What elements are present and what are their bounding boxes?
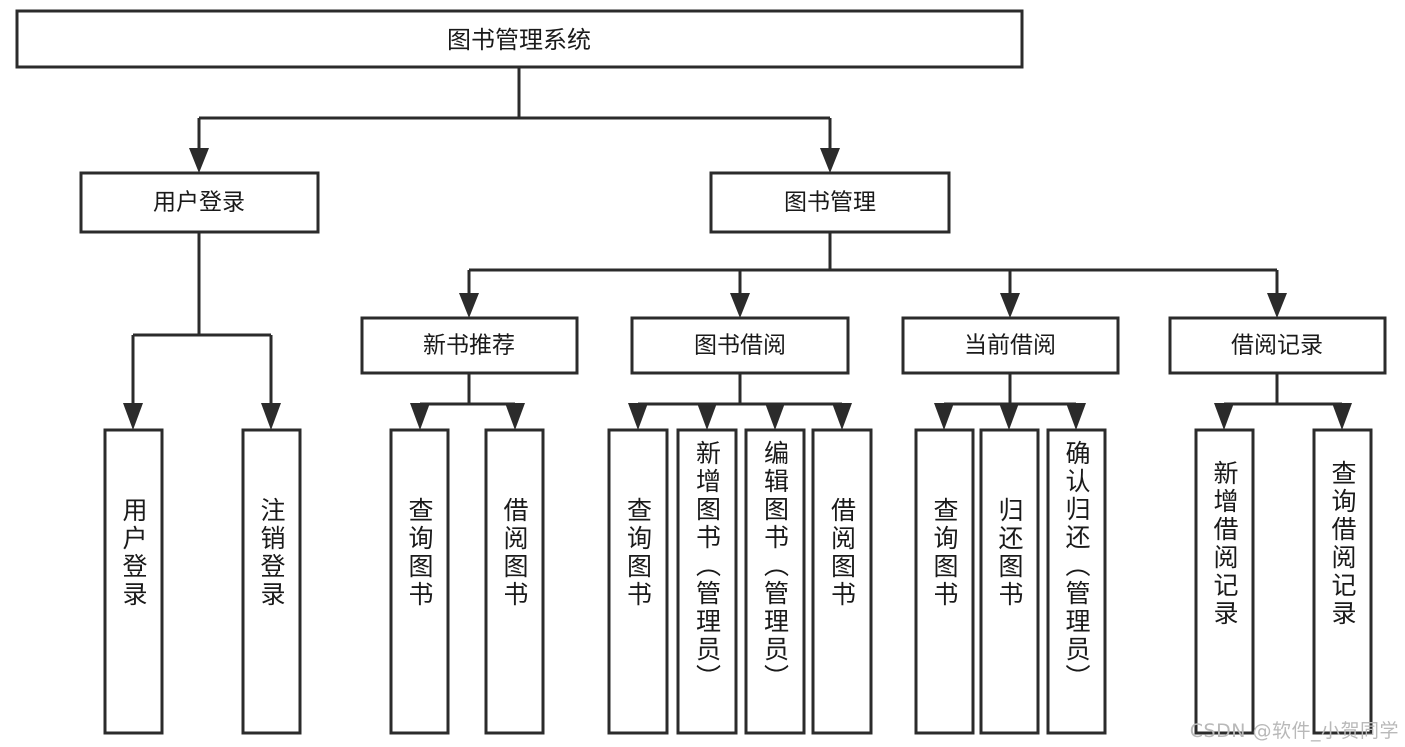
node-book-manage[interactable]: 图书管理	[709, 171, 951, 234]
node-root-box[interactable]	[15, 9, 1024, 69]
arrowhead-record-leaf-1	[1214, 403, 1234, 430]
node-book-manage-box[interactable]	[709, 171, 951, 234]
leaf-box-current-3[interactable]	[1046, 428, 1107, 735]
arrowhead-current-leaf-2	[999, 403, 1019, 430]
arrowhead-user-login	[189, 148, 209, 173]
node-book-borrow-box[interactable]	[630, 316, 850, 375]
node-current-borrow-label: 当前借阅	[964, 333, 1056, 359]
node-user-login[interactable]: 用户登录	[79, 171, 320, 234]
arrowhead-record-leaf-2	[1332, 403, 1352, 430]
arrowhead-borrow-leaf-3	[765, 403, 785, 430]
arrowhead-book-manage	[820, 148, 840, 173]
arrowhead-borrow-leaf-2	[697, 403, 717, 430]
node-borrow-record[interactable]: 借阅记录	[1168, 316, 1387, 375]
node-new-book-recommend[interactable]: 新书推荐	[360, 316, 579, 375]
arrowhead-current	[1000, 293, 1020, 318]
leaf-box-record-2[interactable]	[1312, 428, 1373, 735]
arrowhead-borrow-leaf-4	[832, 403, 852, 430]
leaf-box-borrow-1[interactable]	[607, 428, 669, 735]
node-borrow-record-label: 借阅记录	[1231, 333, 1323, 359]
node-book-borrow-label: 图书借阅	[694, 333, 786, 359]
leaf-box-current-1[interactable]	[914, 428, 975, 735]
csdn-watermark: CSDN @软件_小贺同学	[1189, 720, 1399, 742]
node-user-login-label: 用户登录	[153, 190, 245, 216]
arrowhead-user-login-leaf-1	[123, 403, 143, 430]
leaf-box-record-1[interactable]	[1194, 428, 1255, 735]
leaf-box-borrow-3[interactable]	[744, 428, 806, 735]
arrowhead-borrow-leaf-1	[628, 403, 648, 430]
node-root-label: 图书管理系统	[447, 26, 591, 54]
arrowhead-user-login-leaf-2	[261, 403, 281, 430]
arrowhead-current-leaf-3	[1066, 403, 1086, 430]
arrowhead-layer	[123, 148, 1352, 430]
leaf-box-recommend-1[interactable]	[389, 428, 450, 735]
node-root[interactable]: 图书管理系统	[15, 9, 1024, 69]
arrowhead-recommend-leaf-2	[505, 403, 525, 430]
node-new-book-recommend-label: 新书推荐	[423, 333, 515, 359]
leaf-box-current-2[interactable]	[979, 428, 1040, 735]
arrowhead-recommend	[459, 293, 479, 318]
arrowhead-recommend-leaf-1	[410, 403, 430, 430]
node-current-borrow-box[interactable]	[901, 316, 1120, 375]
node-new-book-recommend-box[interactable]	[360, 316, 579, 375]
leaf-box-borrow-2[interactable]	[676, 428, 738, 735]
arrowhead-current-leaf-1	[934, 403, 954, 430]
node-current-borrow[interactable]: 当前借阅	[901, 316, 1120, 375]
node-book-manage-label: 图书管理	[784, 190, 876, 216]
leaf-box-user-login-1[interactable]	[103, 428, 164, 735]
leaf-box-user-login-2[interactable]	[241, 428, 302, 735]
arrowhead-record	[1267, 293, 1287, 318]
arrowhead-borrow	[730, 293, 750, 318]
leaf-box-layer	[103, 428, 1373, 735]
leaf-box-recommend-2[interactable]	[484, 428, 545, 735]
node-user-login-box[interactable]	[79, 171, 320, 234]
node-borrow-record-box[interactable]	[1168, 316, 1387, 375]
leaf-box-borrow-4[interactable]	[811, 428, 873, 735]
node-book-borrow[interactable]: 图书借阅	[630, 316, 850, 375]
